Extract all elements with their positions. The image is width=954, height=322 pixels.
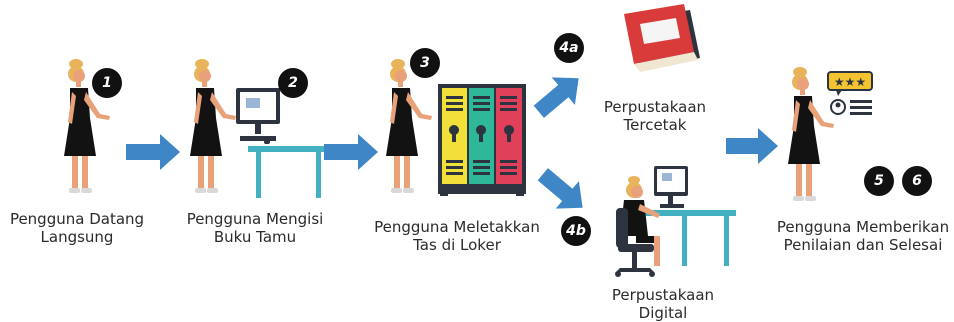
arrow-4a <box>533 77 579 118</box>
step-4a-label-line2: Tercetak <box>623 116 687 134</box>
step-5-6-label-line1: Pengguna Memberikan <box>776 218 950 236</box>
step-badge-2: 2 <box>278 68 308 98</box>
step-badge-5: 5 <box>864 166 894 196</box>
step-4a-label-line1: Perpustakaan <box>603 98 707 116</box>
step-badge-4a: 4a <box>554 33 584 63</box>
step-badge-1: 1 <box>92 68 122 98</box>
step-1-label-line1: Pengguna Datang <box>9 210 145 228</box>
step-2-label-line1: Pengguna Mengisi <box>186 210 324 228</box>
step-badge-3: 3 <box>410 48 440 78</box>
locker-illustration <box>438 84 526 196</box>
step-4b-label: Perpustakaan Digital <box>598 286 728 322</box>
digital-library-illustration <box>615 166 736 277</box>
step-4b-label-line1: Perpustakaan <box>611 286 715 304</box>
person-3-illustration <box>386 59 432 193</box>
step-4a-label: Perpustakaan Tercetak <box>590 98 720 134</box>
book-illustration <box>624 4 700 72</box>
step-3-label: Pengguna Meletakkan Tas di Loker <box>362 218 552 254</box>
step-4b-label-line2: Digital <box>638 304 688 322</box>
step-2-label-line2: Buku Tamu <box>213 228 297 246</box>
rating-card-icon: ★★★ <box>827 71 873 115</box>
step-badge-4b: 4b <box>561 216 591 246</box>
arrow-1 <box>126 134 180 170</box>
step-1-label: Pengguna Datang Langsung <box>2 210 152 246</box>
step-5-6-label: Pengguna Memberikan Penilaian dan Selesa… <box>774 218 952 254</box>
step-3-label-line2: Tas di Loker <box>413 236 501 254</box>
arrow-4b <box>537 168 583 209</box>
step-2-label: Pengguna Mengisi Buku Tamu <box>170 210 340 246</box>
person-2-illustration <box>190 59 326 198</box>
svg-text:★★★: ★★★ <box>834 75 866 89</box>
step-1-label-line2: Langsung <box>40 228 114 246</box>
step-5-6-label-line2: Penilaian dan Selesai <box>783 236 943 254</box>
step-3-label-line1: Pengguna Meletakkan <box>374 218 540 236</box>
arrow-5 <box>726 128 778 164</box>
arrow-2 <box>324 134 378 170</box>
step-badge-6: 6 <box>902 166 932 196</box>
